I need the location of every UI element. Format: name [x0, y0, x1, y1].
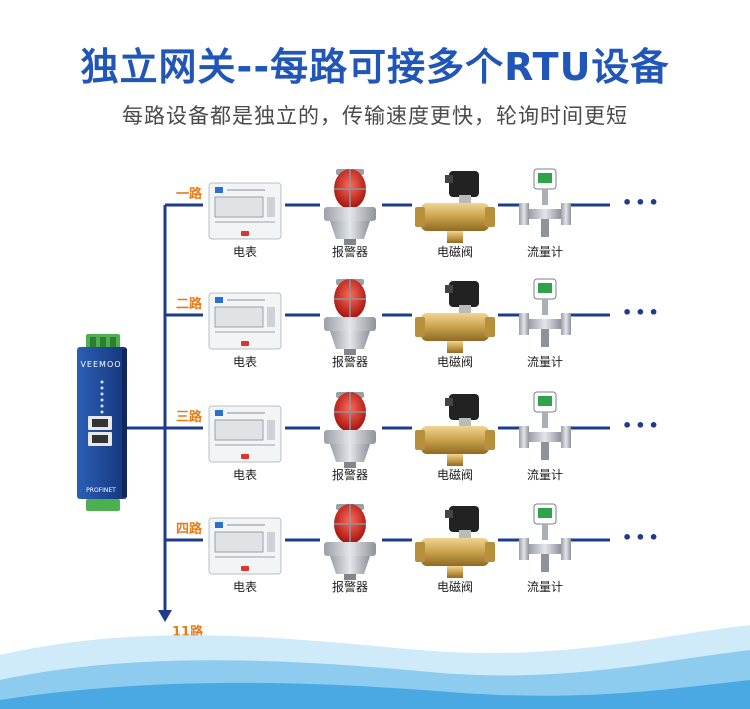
solenoid-valve-icon [415, 281, 495, 353]
route-label: 四路 [176, 522, 203, 537]
device-label: 流量计 [526, 245, 563, 259]
device-label: 电磁阀 [436, 245, 473, 259]
device-label: 电表 [232, 245, 257, 259]
electric-meter-icon [208, 405, 282, 463]
electric-meter-icon [208, 517, 282, 575]
device-label: 电表 [232, 355, 257, 369]
alarm-siren-icon [324, 169, 376, 245]
device-label: 报警器 [331, 468, 368, 482]
device-label: 报警器 [331, 245, 368, 259]
flow-meter-icon [519, 278, 571, 347]
device-row [208, 503, 610, 580]
gateway-bottom-label: PROFINET [86, 487, 116, 494]
alarm-siren-icon [324, 504, 376, 580]
flow-meter-icon [519, 503, 571, 572]
electric-meter-icon [208, 292, 282, 350]
flow-meter-icon [519, 168, 571, 237]
bus-lines [127, 203, 203, 612]
device-label: 流量计 [526, 468, 563, 482]
device-row [208, 168, 610, 245]
device-label: 流量计 [526, 355, 563, 369]
device-label: 电磁阀 [436, 468, 473, 482]
flow-meter-icon [519, 391, 571, 460]
bottom-wave-decoration [0, 625, 750, 709]
device-label: 报警器 [331, 580, 368, 594]
solenoid-valve-icon [415, 171, 495, 243]
device-label: 报警器 [331, 355, 368, 369]
alarm-siren-icon [324, 392, 376, 468]
device-label: 电表 [232, 468, 257, 482]
device-label: 流量计 [526, 580, 563, 594]
electric-meter-icon [208, 182, 282, 240]
more-devices-ellipsis: ••• [622, 528, 662, 547]
more-devices-ellipsis: ••• [622, 193, 662, 212]
gateway-device-icon [77, 334, 127, 511]
route-label: 三路 [176, 410, 203, 425]
device-label: 电表 [232, 580, 257, 594]
more-devices-ellipsis: ••• [622, 303, 662, 322]
gateway-brand: VEEMOO [80, 360, 122, 369]
more-devices-ellipsis: ••• [622, 416, 662, 435]
alarm-siren-icon [324, 279, 376, 355]
page-title: 独立网关--每路可接多个RTU设备 [80, 45, 670, 89]
route-label: 二路 [176, 297, 203, 312]
device-row [208, 391, 610, 468]
page-subtitle: 每路设备都是独立的，传输速度更快，轮询时间更短 [122, 104, 628, 128]
solenoid-valve-icon [415, 506, 495, 578]
device-label: 电磁阀 [436, 355, 473, 369]
route-label: 一路 [176, 187, 203, 202]
solenoid-valve-icon [415, 394, 495, 466]
device-row [208, 278, 610, 355]
device-label: 电磁阀 [436, 580, 473, 594]
bus-arrow-icon [158, 610, 172, 622]
